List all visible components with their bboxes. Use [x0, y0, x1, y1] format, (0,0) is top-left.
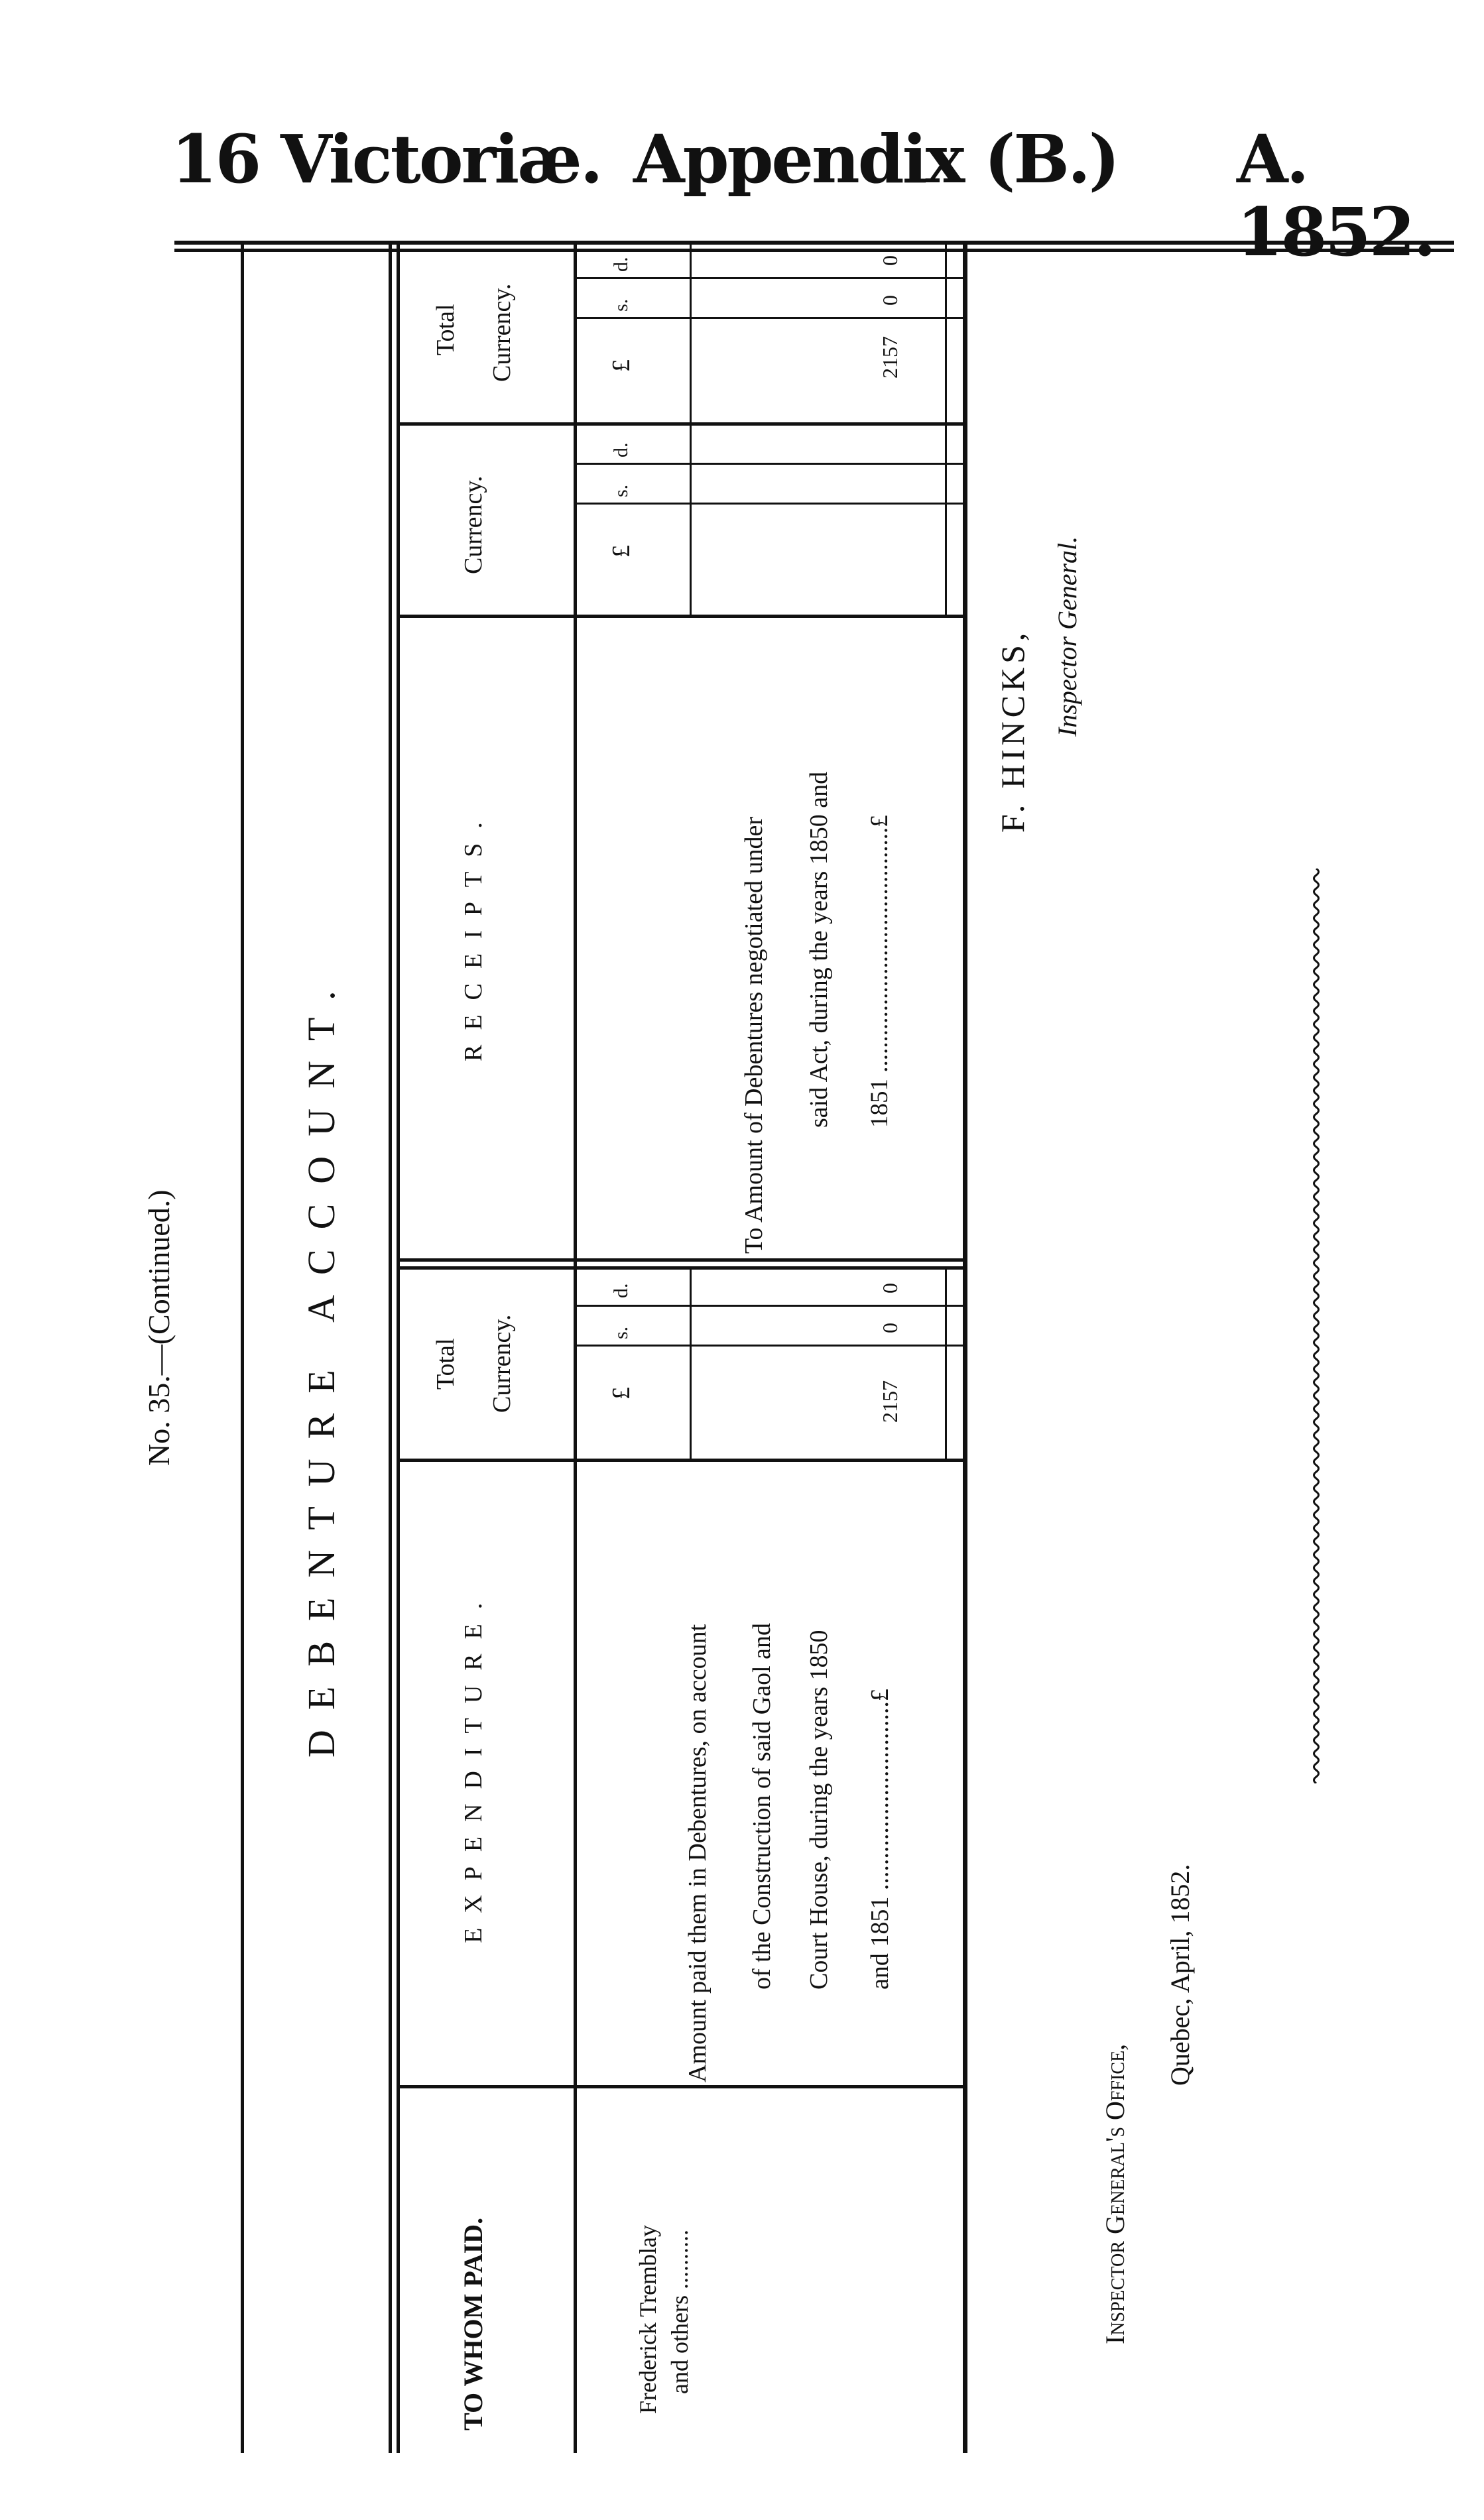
header-total-currency: Currency. [488, 1314, 516, 1413]
table-line [397, 241, 400, 2453]
pound-label: £ [607, 545, 635, 558]
shillings-label: s. [610, 1326, 632, 1339]
office-name: Inspector General's Office, [1100, 2043, 1130, 2344]
expenditure-total-pounds: 2157 [878, 1380, 902, 1423]
payee-name: Frederick Tremblay [635, 2225, 661, 2414]
pence-label: d. [610, 257, 632, 272]
shillings-label: s. [610, 484, 632, 497]
pound-label: £ [607, 359, 635, 372]
subcolumn-line [575, 277, 963, 279]
expenditure-total-pence: 0 [878, 1283, 902, 1293]
column-line [398, 1459, 963, 1462]
receipts-line: said Act, during the years 1850 and [805, 771, 833, 1128]
header-session: 16 Victoriæ. [171, 120, 603, 198]
header-to-whom-paid: TO WHOM PAID. [458, 2217, 488, 2430]
expenditure-line: of the Construction of said Gaol and [748, 1622, 776, 1990]
header-rule-top [174, 241, 1454, 245]
receipts-line: 1851 ...................................… [866, 815, 893, 1128]
column-line [398, 615, 963, 618]
receipts-total-pounds: 2157 [878, 336, 902, 379]
money-rule [945, 241, 947, 615]
expenditure-total-shillings: 0 [878, 1323, 902, 1333]
column-line [398, 422, 963, 426]
receipts-total-shillings: 0 [878, 295, 902, 306]
header-total-currency: Currency. [488, 283, 516, 382]
office-date: Quebec, April, 1852. [1165, 1864, 1195, 2086]
column-line [398, 1266, 963, 1270]
expenditure-line: Amount paid them in Debentures, on accou… [684, 1624, 711, 2082]
receipts-total-pence: 0 [878, 255, 902, 266]
subcolumn-line [575, 1305, 963, 1307]
table-line [963, 241, 967, 2453]
pound-label: £ [607, 1387, 635, 1400]
header-appendix: Appendix (B.) [633, 120, 1120, 198]
money-rule [945, 1268, 947, 1459]
subcolumn-line [575, 1345, 963, 1347]
payee-others: and others .......... [666, 2230, 693, 2394]
header-currency: Currency. [460, 475, 487, 574]
pence-label: d. [610, 1283, 632, 1299]
subcolumn-line [575, 463, 963, 465]
receipts-line: To Amount of Debentures negotiated under [740, 816, 768, 1254]
header-year: A. 1852. [1237, 120, 1436, 271]
document-title: DEBENTURE ACCOUNT. [300, 971, 343, 1758]
table-line [241, 241, 244, 2453]
column-line [398, 2085, 963, 2088]
shillings-label: s. [610, 298, 632, 312]
header-receipts: RECEIPTS. [460, 808, 487, 1061]
wavy-divider [1313, 869, 1320, 1783]
signature-title: Inspector General. [1052, 536, 1082, 737]
signature-name: F. HINCKS, [994, 629, 1031, 833]
money-rule [690, 1268, 692, 1459]
expenditure-line: and 1851 ..............................£ [866, 1689, 894, 1990]
document-number: No. 35.—(Continued.) [142, 1189, 176, 1466]
table-line [574, 241, 577, 2453]
subcolumn-line [575, 503, 963, 505]
header-total-currency: Total [432, 1338, 460, 1390]
header-expenditure: EXPENDITURE. [460, 1588, 487, 1943]
subcolumn-line [575, 317, 963, 319]
pence-label: d. [610, 442, 632, 458]
table-line [389, 241, 392, 2453]
column-line [398, 1258, 963, 1262]
expenditure-line: Court House, during the years 1850 [805, 1630, 833, 1990]
money-rule [690, 241, 692, 615]
header-total-currency: Total [432, 304, 460, 355]
header-rule-bottom [174, 249, 1454, 252]
